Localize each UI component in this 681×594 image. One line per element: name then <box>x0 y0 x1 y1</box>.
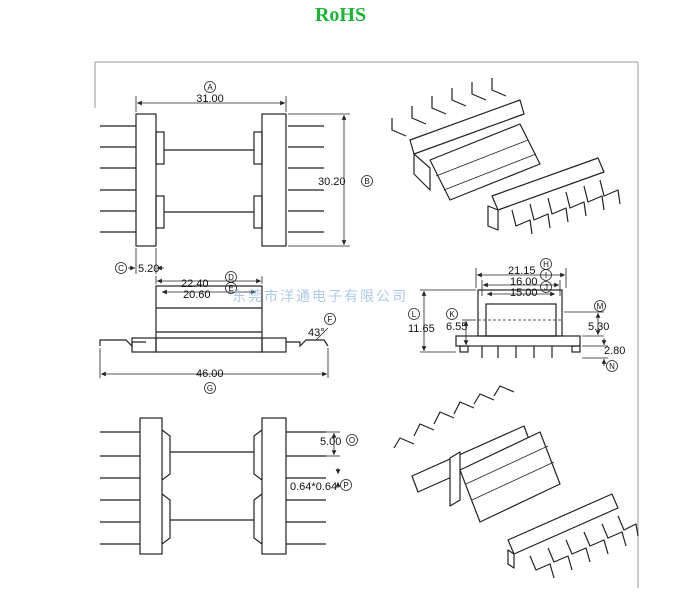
dim-o: 5.00 O <box>320 434 358 448</box>
svg-text:5.00: 5.00 <box>320 436 341 448</box>
bottom-view-pins-left <box>100 431 140 545</box>
dim-i: 16.00 I <box>510 269 552 288</box>
top-view-pins-left <box>100 125 136 233</box>
svg-text:5.20: 5.20 <box>138 263 159 275</box>
dim-b: 30.20 B <box>318 175 373 188</box>
bottom-view <box>100 417 341 555</box>
isometric-view-top <box>391 78 621 235</box>
svg-text:2.80: 2.80 <box>604 345 625 357</box>
svg-text:N: N <box>609 362 615 371</box>
svg-text:5.30: 5.30 <box>588 321 609 333</box>
svg-text:B: B <box>364 177 369 186</box>
dim-p: 0.64*0.64 P <box>290 479 352 493</box>
front-view-pins <box>481 346 553 358</box>
dim-c: C 5.20 <box>115 262 159 275</box>
svg-text:A: A <box>207 83 213 92</box>
svg-text:21.15: 21.15 <box>508 265 536 277</box>
svg-text:31.00: 31.00 <box>196 93 224 105</box>
svg-text:K: K <box>449 310 455 319</box>
dim-f: F 43° <box>308 313 336 339</box>
dim-a: A 31.00 <box>196 81 224 105</box>
svg-text:46.00: 46.00 <box>196 368 224 380</box>
rohs-title: RoHS <box>314 4 367 26</box>
svg-text:O: O <box>349 436 355 445</box>
svg-text:0.64*0.64: 0.64*0.64 <box>290 481 337 493</box>
top-view-pins-right <box>288 125 324 233</box>
svg-text:J: J <box>544 283 548 292</box>
dim-k: K 6.55 <box>446 308 467 333</box>
svg-text:M: M <box>597 302 604 311</box>
isometric-view-bottom <box>393 385 639 579</box>
svg-text:I: I <box>545 271 547 280</box>
top-view <box>100 96 350 274</box>
svg-text:6.55: 6.55 <box>446 321 467 333</box>
svg-text:22.40: 22.40 <box>181 278 209 290</box>
dim-g: 46.00 G <box>196 368 224 394</box>
svg-text:11.65: 11.65 <box>408 323 435 335</box>
dim-l: L 11.65 <box>408 308 435 335</box>
svg-text:30.20: 30.20 <box>318 176 346 188</box>
iso-bottom-front-pins <box>529 515 639 579</box>
dim-e: 20.60 E <box>183 282 237 301</box>
svg-text:F: F <box>328 315 333 324</box>
svg-text:H: H <box>543 260 549 269</box>
front-view <box>420 268 608 366</box>
svg-text:43°: 43° <box>308 327 325 339</box>
dim-n: 2.80 N <box>604 345 625 372</box>
svg-text:15.00: 15.00 <box>510 287 538 299</box>
dim-j: 15.00 J <box>510 281 552 299</box>
svg-text:20.60: 20.60 <box>183 289 211 301</box>
iso-top-back-pins <box>391 78 507 137</box>
svg-text:16.00: 16.00 <box>510 276 538 288</box>
iso-bottom-back-pins <box>393 385 515 449</box>
iso-top-front-pins <box>511 179 621 235</box>
svg-text:C: C <box>118 264 124 273</box>
bottom-view-pins-right <box>286 431 326 545</box>
svg-text:P: P <box>343 481 348 490</box>
side-view <box>99 276 329 378</box>
svg-text:D: D <box>228 273 234 282</box>
dim-m: M 5.30 <box>588 300 609 333</box>
svg-text:G: G <box>207 384 213 393</box>
company-watermark: 东莞市洋通电子有限公司 <box>232 289 408 305</box>
svg-text:L: L <box>412 310 417 319</box>
svg-text:E: E <box>228 284 233 293</box>
